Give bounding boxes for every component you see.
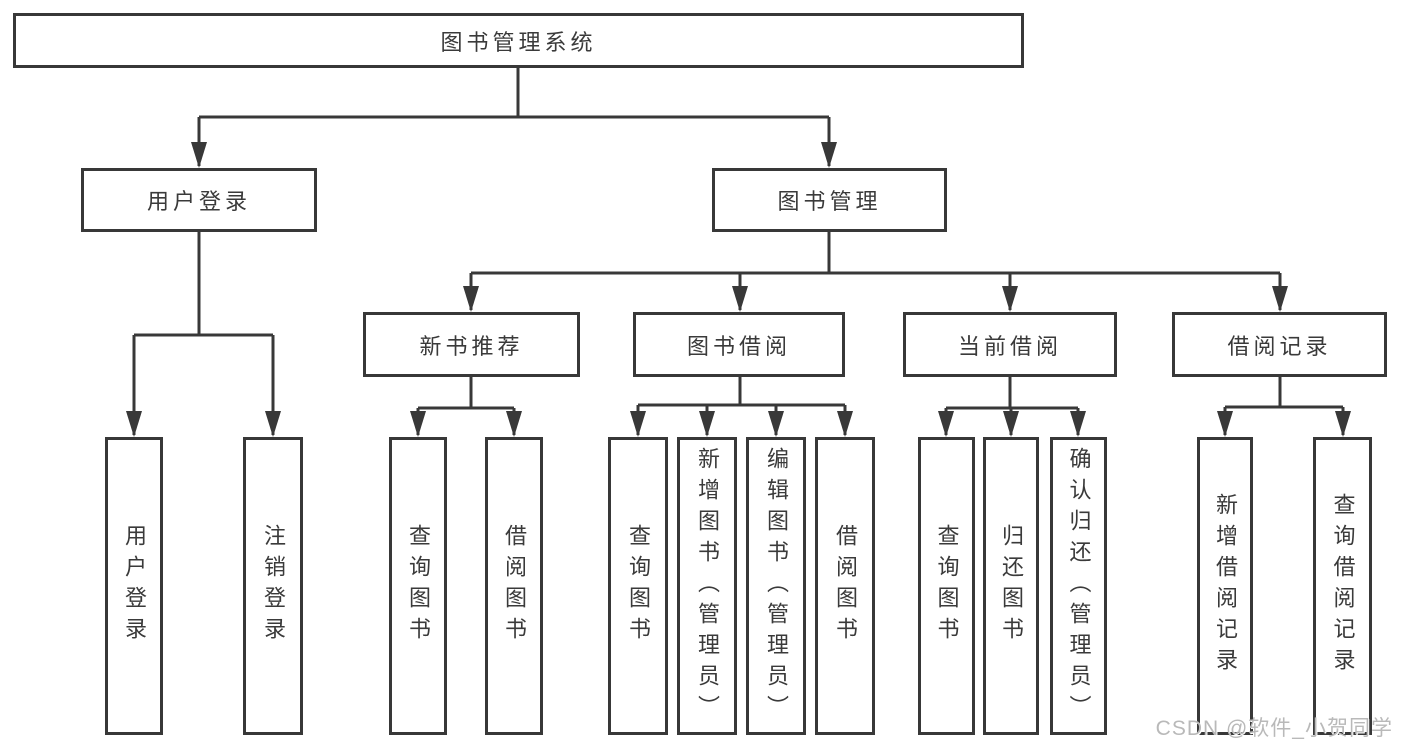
node-borrowing-records: 借阅记录 bbox=[1172, 312, 1387, 377]
leaf-query-books-borrowing: 查询图书 bbox=[608, 437, 668, 735]
node-current-borrowing: 当前借阅 bbox=[903, 312, 1117, 377]
node-user-login: 用户登录 bbox=[81, 168, 317, 232]
node-new-book-recommend: 新书推荐 bbox=[363, 312, 580, 377]
leaf-logout: 注销登录 bbox=[243, 437, 303, 735]
leaf-edit-books-admin: 编辑图书（管理员） bbox=[746, 437, 806, 735]
connector-arrowheads bbox=[126, 142, 1351, 437]
node-book-borrowing: 图书借阅 bbox=[633, 312, 845, 377]
tree-edges bbox=[132, 68, 1345, 435]
leaf-add-borrow-record: 新增借阅记录 bbox=[1197, 437, 1253, 735]
csdn-watermark: CSDN @软件_小贺同学 bbox=[1155, 717, 1393, 740]
node-book-management: 图书管理 bbox=[712, 168, 947, 232]
leaf-confirm-return-admin: 确认归还（管理员） bbox=[1050, 437, 1107, 735]
leaf-add-books-admin: 新增图书（管理员） bbox=[677, 437, 737, 735]
leaf-query-borrow-record: 查询借阅记录 bbox=[1313, 437, 1372, 735]
leaf-borrow-books-recommend: 借阅图书 bbox=[485, 437, 543, 735]
leaf-user-login: 用户登录 bbox=[105, 437, 163, 735]
leaf-return-books: 归还图书 bbox=[983, 437, 1039, 735]
leaf-query-books-current: 查询图书 bbox=[918, 437, 975, 735]
leaf-borrow-books: 借阅图书 bbox=[815, 437, 875, 735]
leaf-query-books-recommend: 查询图书 bbox=[389, 437, 447, 735]
node-library-management-system: 图书管理系统 bbox=[13, 13, 1024, 68]
